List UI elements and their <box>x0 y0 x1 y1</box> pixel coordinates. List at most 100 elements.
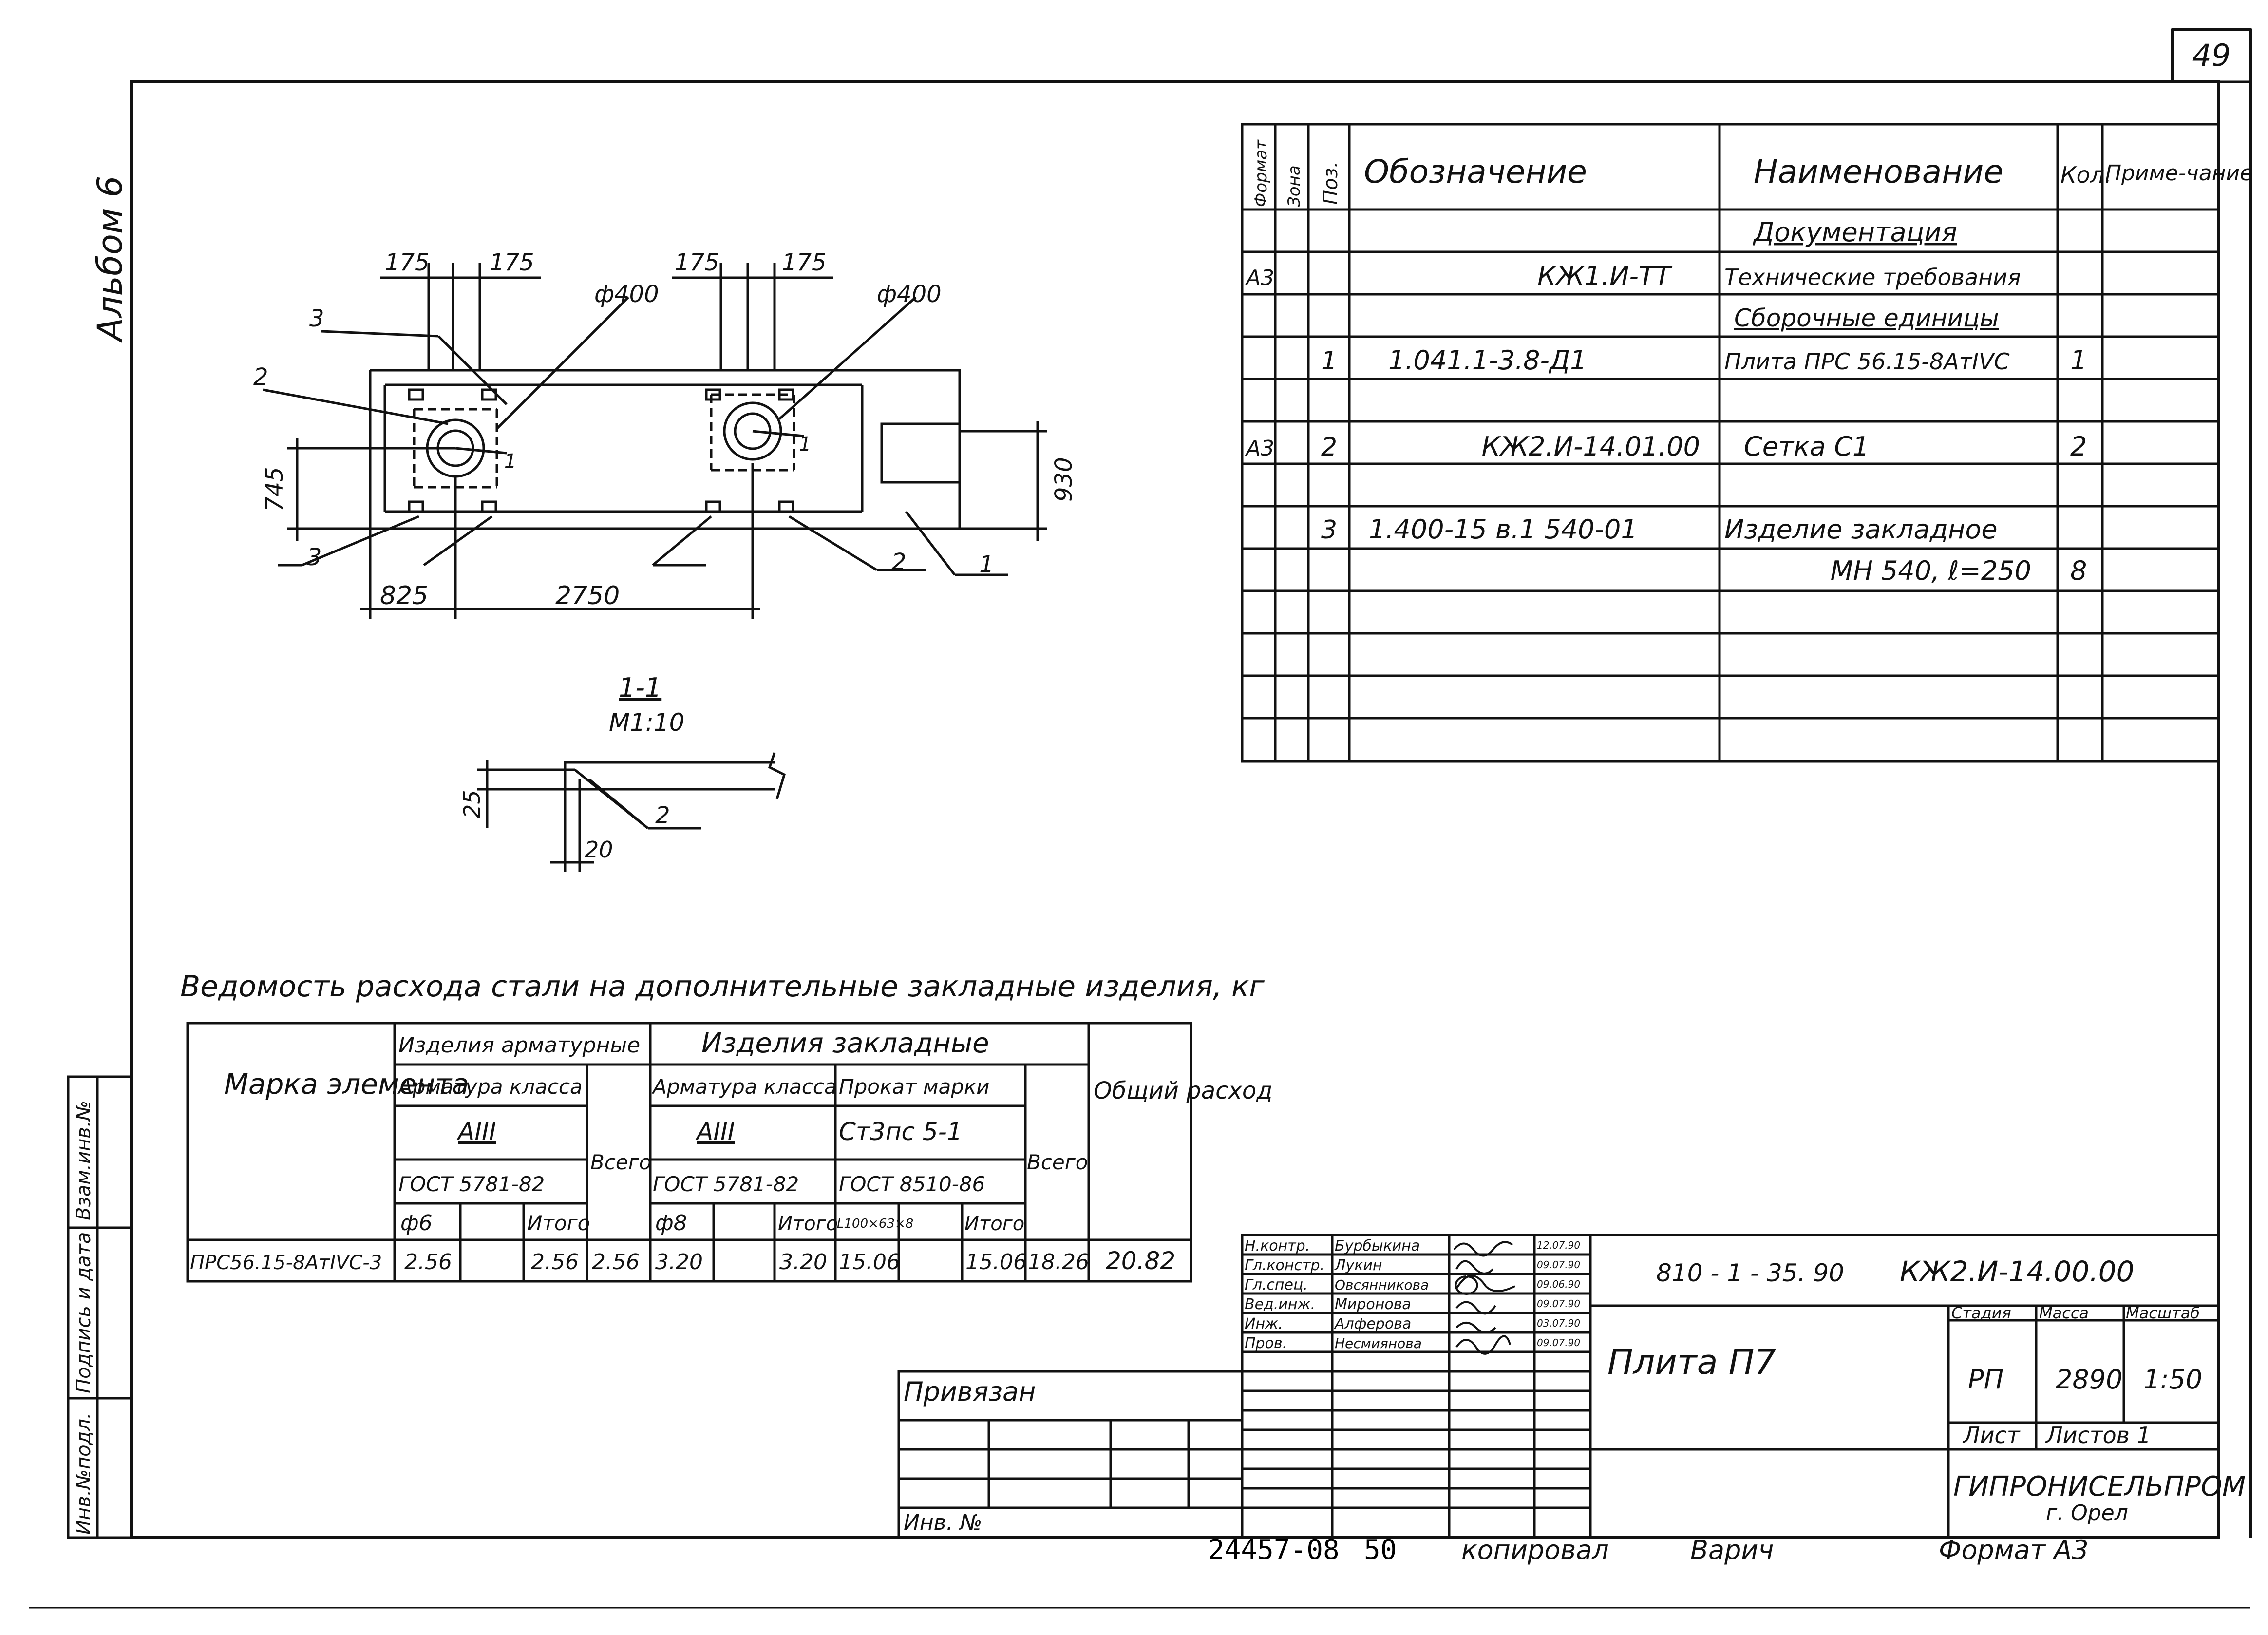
spec-row-5-name: Изделие закладное <box>1724 514 1998 545</box>
spec-row-6-name: МН 540, ℓ=250 <box>1831 555 2031 586</box>
steel-armature-class: Арматура класса <box>397 1075 583 1099</box>
stamp-name-2: Овсянникова <box>1335 1277 1429 1293</box>
steel-prokat: Прокат марки <box>839 1075 990 1099</box>
stamp-stage: РП <box>1968 1364 2003 1395</box>
steel-itogo-2: Итого <box>778 1213 838 1235</box>
side-label-sign: Подпись и дата <box>73 1232 95 1393</box>
stamp-series: 810 - 1 - 35. 90 <box>1656 1259 1844 1287</box>
stamp-name-4: Алферова <box>1334 1315 1411 1332</box>
steel-col-mark: Марка элемента <box>224 1067 469 1101</box>
steel-row-v7: 15.06 <box>965 1250 1027 1274</box>
section-title: 1-1 <box>619 672 662 703</box>
stamp-role-1: Гл.констр. <box>1245 1257 1324 1274</box>
stamp-date-5: 09.07.90 <box>1537 1337 1580 1349</box>
leader-2-right: 2 <box>891 549 907 576</box>
steel-group-embedded: Изделия закладные <box>701 1027 989 1059</box>
spec-row-4-designation: КЖ2.И-14.01.00 <box>1482 431 1700 462</box>
leader-2-left: 2 <box>253 363 268 391</box>
spec-header-format: Формат <box>1251 139 1271 207</box>
steel-row-v8: 18.26 <box>1028 1250 1089 1274</box>
steel-table-title: Ведомость расхода стали на дополнительны… <box>180 970 1265 1004</box>
page-number: 49 <box>2192 38 2231 73</box>
stamp-role-2: Гл.спец. <box>1245 1276 1308 1293</box>
spec-row-4-format: А3 <box>1245 436 1274 461</box>
stamp-name-0: Бурбыкина <box>1335 1237 1420 1255</box>
inv-label: Инв. № <box>904 1510 982 1535</box>
stamp-scale-header: Масштаб <box>2126 1304 2200 1322</box>
steel-gost1: ГОСТ 5781-82 <box>398 1172 545 1196</box>
signatures <box>1453 1241 1515 1355</box>
steel-row-v6: 15.06 <box>839 1250 900 1274</box>
section-mark-a: 1 <box>504 450 516 473</box>
stamp-scale: 1:50 <box>2143 1364 2202 1395</box>
steel-class-a3: АIII <box>456 1118 496 1146</box>
steel-grade: Ст3пс 5-1 <box>839 1118 963 1146</box>
stamp-date-3: 09.07.90 <box>1537 1298 1580 1310</box>
steel-row-v9: 20.82 <box>1106 1247 1175 1275</box>
spec-header-note: Приме-чание <box>2105 161 2253 186</box>
spec-row-1-name: Технические требования <box>1724 264 2021 290</box>
spec-header-name: Наименование <box>1754 153 2003 190</box>
dim-2750: 2750 <box>555 581 620 610</box>
dim-175-a: 175 <box>385 249 430 276</box>
steel-d8: ф8 <box>655 1211 687 1236</box>
dim-d400-b: ф400 <box>877 281 942 308</box>
steel-row-v4: 3.20 <box>655 1250 703 1274</box>
spec-header-qty: Кол. <box>2060 162 2112 188</box>
page-number-box <box>2171 28 2252 83</box>
stamp-role-5: Пров. <box>1245 1335 1287 1352</box>
attach-label: Привязан <box>904 1376 1036 1407</box>
spec-header-designation: Обозначение <box>1364 153 1587 190</box>
stamp-role-3: Вед.инж. <box>1245 1296 1315 1313</box>
leader-3-bottom: 3 <box>307 544 322 571</box>
section-mark-b: 1 <box>799 433 811 456</box>
dim-175-b: 175 <box>490 249 534 276</box>
spec-row-1-designation: КЖ1.И-ТТ <box>1537 261 1673 291</box>
stamp-sheet-header: Лист <box>1962 1422 2021 1448</box>
stamp-title: Плита П7 <box>1607 1342 1776 1382</box>
stamp-mass: 2890 <box>2056 1364 2122 1395</box>
steel-row-v3: 2.56 <box>592 1250 640 1274</box>
album-label: Альбом 6 <box>90 176 130 343</box>
stamp-name-3: Миронова <box>1335 1296 1411 1313</box>
spec-row-3-name: Плита ПРС 56.15-8АтIVC <box>1724 348 2010 375</box>
stamp-mass-header: Масса <box>2039 1304 2089 1322</box>
steel-total-all-2: Всего <box>1027 1150 1088 1174</box>
attach-block-grid <box>897 1370 1244 1539</box>
stamp-date-1: 09.07.90 <box>1537 1259 1580 1271</box>
steel-class-a3-2: АIII <box>695 1118 735 1146</box>
spec-row-2-name: Сборочные единицы <box>1734 304 1999 332</box>
footer-sheet: 50 <box>1364 1534 1397 1566</box>
section-drawing <box>477 752 786 872</box>
spec-header-zone: Зона <box>1285 165 1304 207</box>
dim-d400-a: ф400 <box>594 281 659 308</box>
spec-row-1-format: А3 <box>1245 266 1274 290</box>
spec-row-6-qty: 8 <box>2070 555 2087 586</box>
stamp-org: ГИПРОНИСЕЛЬПРОМ <box>1953 1471 2246 1502</box>
dim-175-d: 175 <box>782 249 827 276</box>
stamp-date-4: 03.07.90 <box>1537 1317 1580 1329</box>
steel-row-mark: ПРС56.15-8АтIVС-3 <box>190 1252 382 1274</box>
footer-copier: Варич <box>1690 1535 1774 1565</box>
stamp-date-2: 09.06.90 <box>1537 1278 1580 1290</box>
leader-1: 1 <box>979 551 994 578</box>
stamp-name-1: Лукин <box>1334 1257 1382 1274</box>
steel-angle: L100×63×8 <box>837 1217 913 1231</box>
dim-825: 825 <box>380 581 428 610</box>
steel-row-v1: 2.56 <box>404 1250 452 1274</box>
plan-drawing <box>263 263 1047 619</box>
steel-itogo-1: Итого <box>527 1211 590 1235</box>
sheet-frame <box>130 28 2252 1539</box>
spec-row-3-qty: 1 <box>2070 345 2087 376</box>
stamp-stage-header: Стадия <box>1951 1304 2011 1322</box>
stamp-name-5: Несмиянова <box>1335 1335 1422 1351</box>
stamp-role-4: Инж. <box>1245 1315 1283 1332</box>
steel-row-v2: 2.56 <box>531 1250 579 1274</box>
spec-header-pos: Поз. <box>1320 161 1342 205</box>
steel-group-armature: Изделия арматурные <box>398 1033 640 1058</box>
steel-gost3: ГОСТ 8510-86 <box>839 1172 985 1196</box>
steel-d6: ф6 <box>400 1211 433 1236</box>
section-scale: М1:10 <box>609 708 684 737</box>
stamp-role-0: Н.контр. <box>1245 1237 1310 1255</box>
